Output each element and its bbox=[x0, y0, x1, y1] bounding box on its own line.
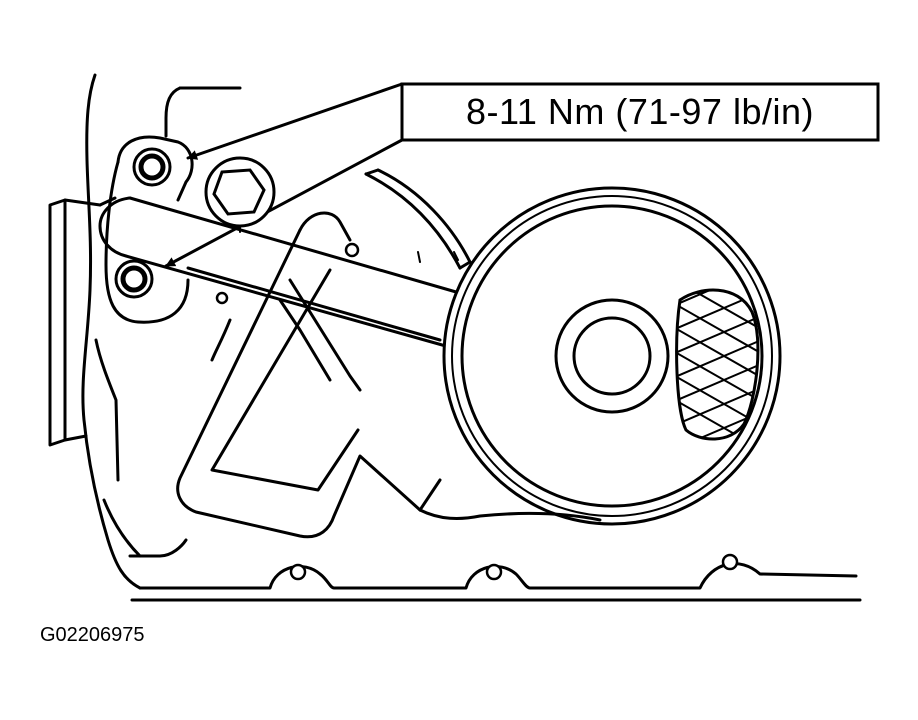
hex-nut bbox=[204, 156, 276, 233]
engine-block-outline bbox=[48, 73, 242, 590]
lower-mounting-bolt bbox=[114, 259, 154, 299]
upper-mounting-bolt bbox=[132, 147, 172, 187]
rail-bolt-hole-1 bbox=[289, 563, 307, 581]
pickup-screen-housing bbox=[442, 186, 782, 526]
torque-spec-label: 8-11 Nm (71-97 lb/in) bbox=[466, 91, 814, 132]
callout-leader-lines bbox=[164, 82, 404, 268]
torque-callout-box bbox=[400, 82, 880, 142]
rail-bolt-hole-3 bbox=[721, 553, 739, 571]
oil-pickup-tube bbox=[98, 196, 472, 352]
figure-id-label: G02206975 bbox=[40, 624, 145, 646]
support-brace bbox=[176, 211, 442, 539]
pickup-mesh-screen bbox=[675, 288, 760, 441]
windage-baffle bbox=[364, 168, 472, 270]
rail-bolt-hole-2 bbox=[485, 563, 503, 581]
oil-pan-gasket-rail bbox=[94, 338, 862, 602]
